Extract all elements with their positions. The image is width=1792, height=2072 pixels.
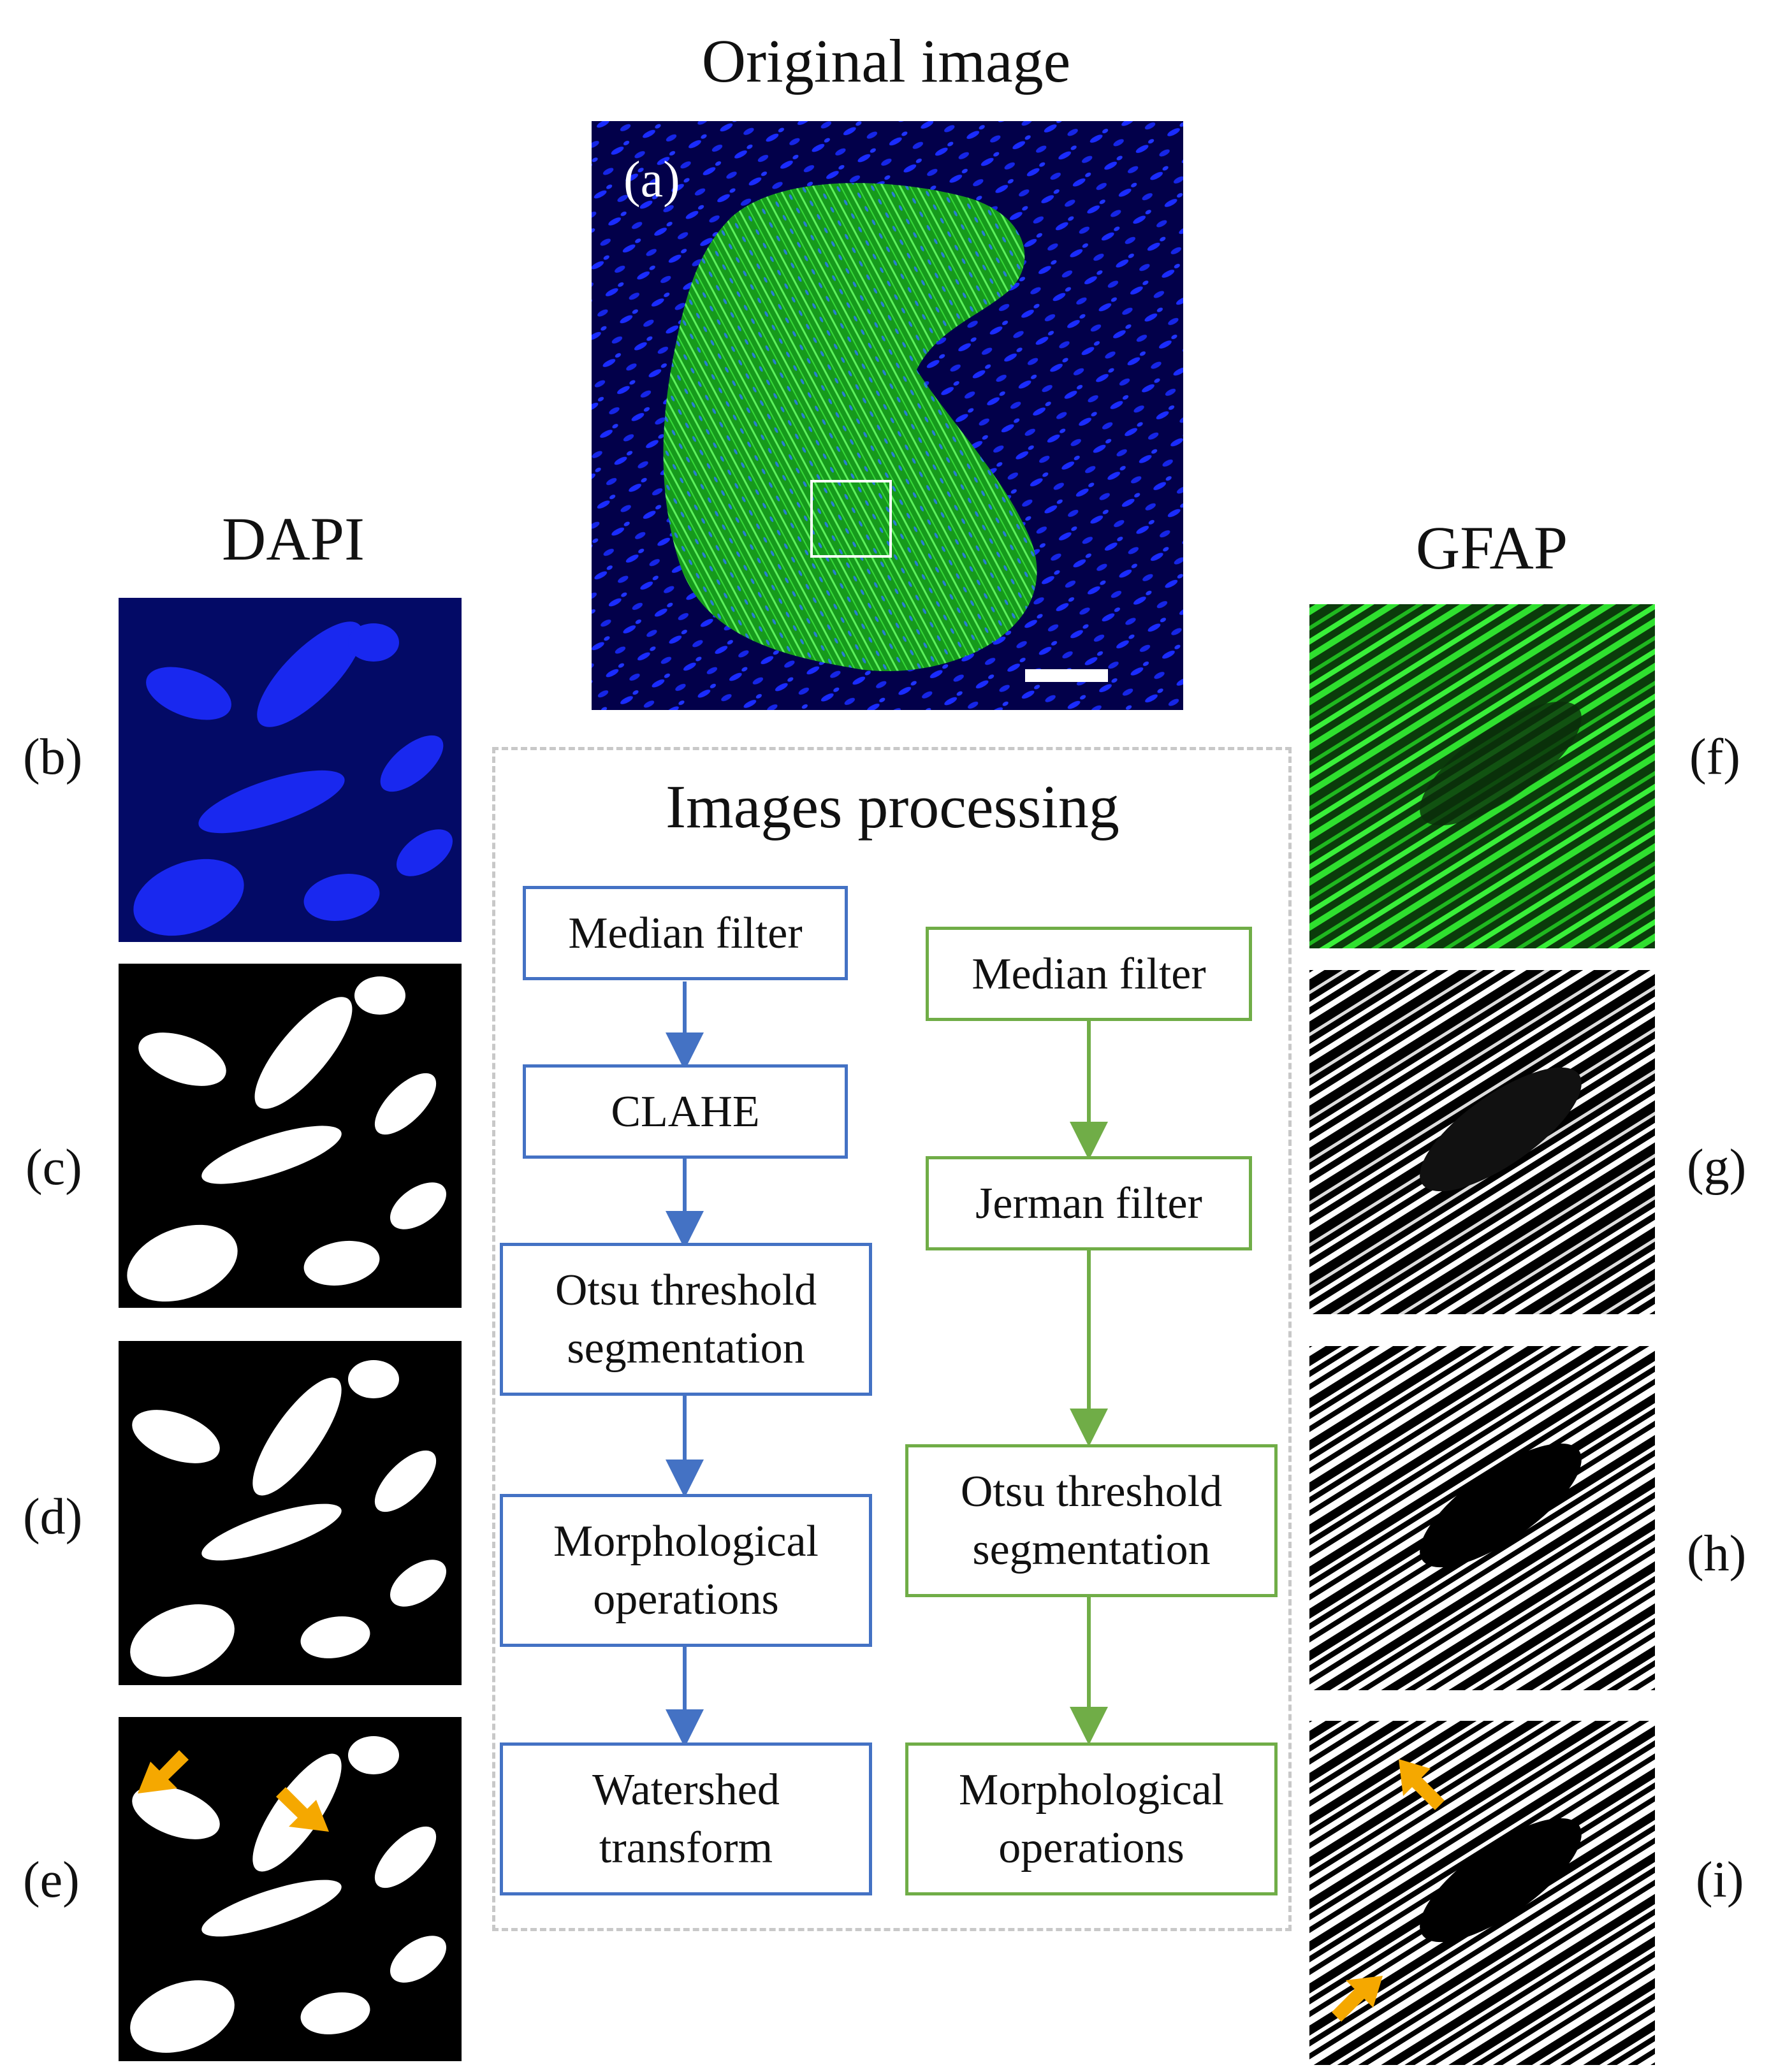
title-gfap: GFAP [1313,518,1670,579]
panel-g-gfap [1309,970,1655,1314]
gfap-step-median-filter: Median filter [926,927,1252,1021]
label-d: (d) [23,1491,82,1542]
panel-f-gfap [1309,604,1655,948]
label-b: (b) [23,732,82,783]
panel-c-dapi [119,964,462,1308]
dapi-step-otsu: Otsu threshold segmentation [500,1243,872,1396]
panel-h-gfap [1309,1346,1655,1690]
dapi-step-watershed: Watershed transform [500,1742,872,1895]
label-f: (f) [1689,732,1740,783]
dapi-step-morphological: Morphological operations [500,1494,872,1647]
gfap-step-jerman-filter: Jerman filter [926,1156,1252,1250]
dapi-step-median-filter: Median filter [523,886,848,980]
label-h: (h) [1687,1528,1746,1579]
gfap-step-morphological: Morphological operations [905,1742,1278,1895]
panel-i-gfap [1309,1721,1655,2065]
panel-original-image: (a) [592,121,1183,710]
original-image-graphic [592,121,1183,710]
label-c: (c) [25,1142,82,1193]
gfap-step-otsu: Otsu threshold segmentation [905,1444,1278,1597]
label-g: (g) [1687,1142,1746,1193]
dapi-step-clahe: CLAHE [523,1064,848,1159]
panel-e-dapi [119,1717,462,2061]
label-i: (i) [1696,1855,1744,1906]
panel-b-dapi [119,598,462,942]
label-a: (a) [623,154,680,205]
title-dapi: DAPI [115,509,472,570]
panel-d-dapi [119,1341,462,1685]
scale-bar [1025,669,1108,682]
title-images-processing: Images processing [561,776,1224,837]
label-e: (e) [23,1855,80,1906]
title-original-image: Original image [574,31,1198,92]
